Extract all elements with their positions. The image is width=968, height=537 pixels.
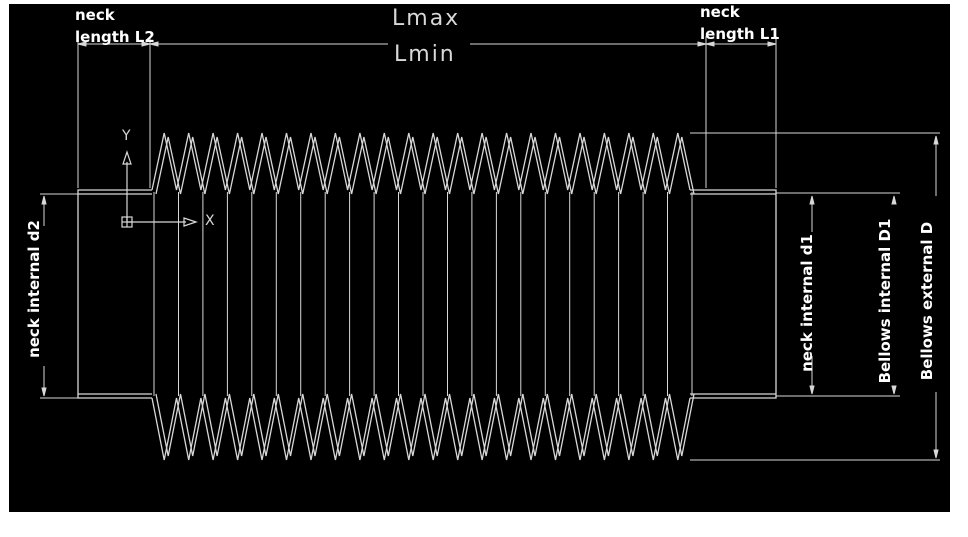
neck-right-label-line1: neck (700, 3, 740, 21)
necks (77, 189, 777, 399)
y-axis-arrow (122, 150, 132, 165)
neck-internal-d2-label: neck internal d2 (25, 220, 43, 358)
arrow (891, 195, 897, 205)
arrow (933, 135, 939, 145)
arrow (149, 41, 159, 47)
arrow (41, 387, 47, 397)
arrow (705, 41, 715, 47)
neck-internal-d1-label: neck internal d1 (798, 234, 816, 372)
bellows-external-D-label: Bellows external D (918, 221, 936, 381)
bellows-convolutions (151, 132, 695, 461)
axis-y-label: Y (122, 128, 131, 144)
lmax-label: Lmax (392, 6, 461, 31)
arrow (697, 41, 707, 47)
x-axis-arrow (183, 217, 198, 227)
neck-left-label-line1: neck (75, 6, 115, 24)
drawing-background (8, 3, 951, 513)
arrow (77, 41, 87, 47)
bellows-top-outer-zigzag (151, 132, 691, 191)
arrow (141, 41, 151, 47)
right-neck-outline (690, 189, 777, 399)
arrow (891, 385, 897, 395)
arrow (809, 385, 815, 395)
coordinate-icon (121, 150, 198, 228)
extension-lines (40, 36, 940, 461)
bellows-bottom-outer-zigzag (151, 397, 691, 461)
arrow (809, 195, 815, 205)
drawing-frame (8, 3, 951, 513)
arrow (41, 195, 47, 205)
axis-x-label: X (205, 213, 215, 229)
bellows-internal-D1-label: Bellows internal D1 (876, 218, 894, 384)
arrow (933, 449, 939, 459)
neck-left-label-line2: length L2 (75, 28, 155, 46)
lmin-label: Lmin (394, 42, 456, 67)
left-neck-outline (77, 189, 152, 399)
dimension-lines (41, 41, 939, 459)
arrow (767, 41, 777, 47)
bellows-bottom-inner-zigzag (155, 393, 695, 457)
bellows-top-inner-zigzag (155, 136, 695, 195)
neck-right-label-line2: length L1 (700, 25, 780, 43)
